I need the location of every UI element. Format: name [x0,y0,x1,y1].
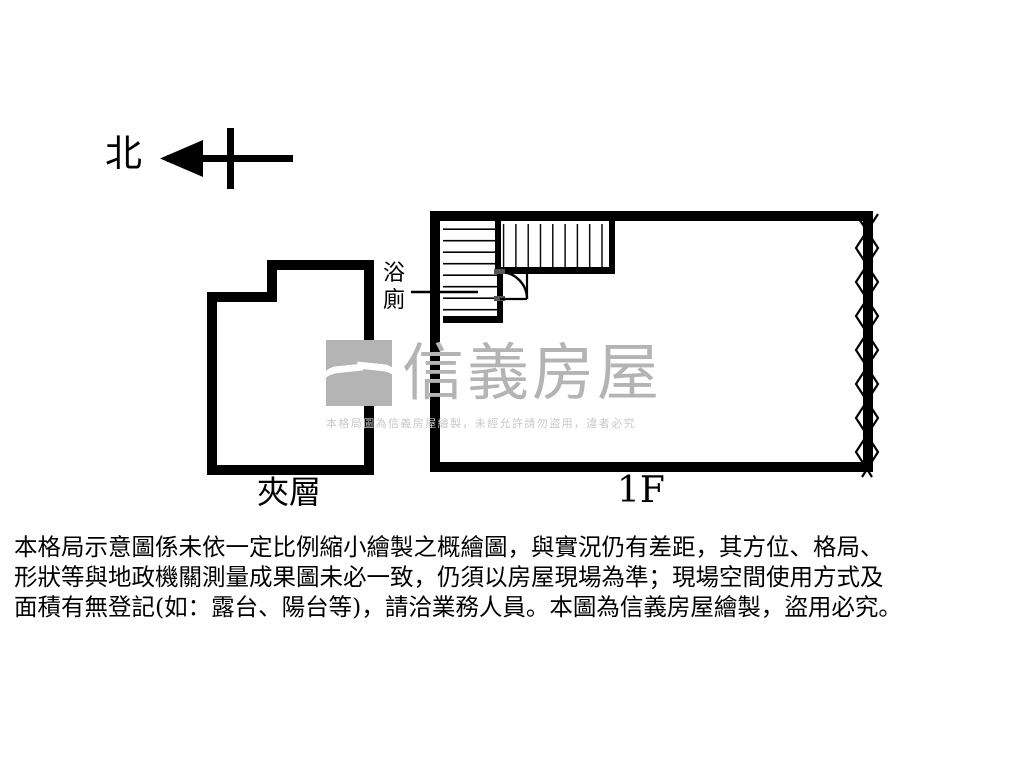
north-label: 北 [105,132,142,175]
north-indicator: 北 [105,128,305,192]
bathroom-room [443,224,503,323]
mezzanine-caption: 夾層 [257,473,322,511]
disclaimer-line-3: 面積有無登記(如：露台、陽台等)，請洽業務人員。本圖為信義房屋繪製，盜用必究。 [14,593,902,621]
disclaimer-line-1: 本格局示意圖係未依一定比例縮小繪製之概繪圖，與實況仍有差距，其方位、格局、 [14,533,884,561]
north-arrow-icon [160,128,293,189]
staircase [495,219,615,274]
door-swing-arc [494,269,529,301]
first-floor-caption: 1F [617,470,665,511]
disclaimer-line-2: 形狀等與地政機關測量成果圖未必一致，仍須以房屋現場為準；現場空間使用方式及 [14,563,884,591]
disclaimer-text: 本格局示意圖係未依一定比例縮小繪製之概繪圖，與實況仍有差距，其方位、格局、 形狀… [14,532,1010,622]
bathroom-label: 浴廁 [382,261,405,313]
zigzag-boundary-line [854,213,880,478]
floor-plan-drawing [207,211,880,478]
mezzanine-outline [207,260,374,475]
